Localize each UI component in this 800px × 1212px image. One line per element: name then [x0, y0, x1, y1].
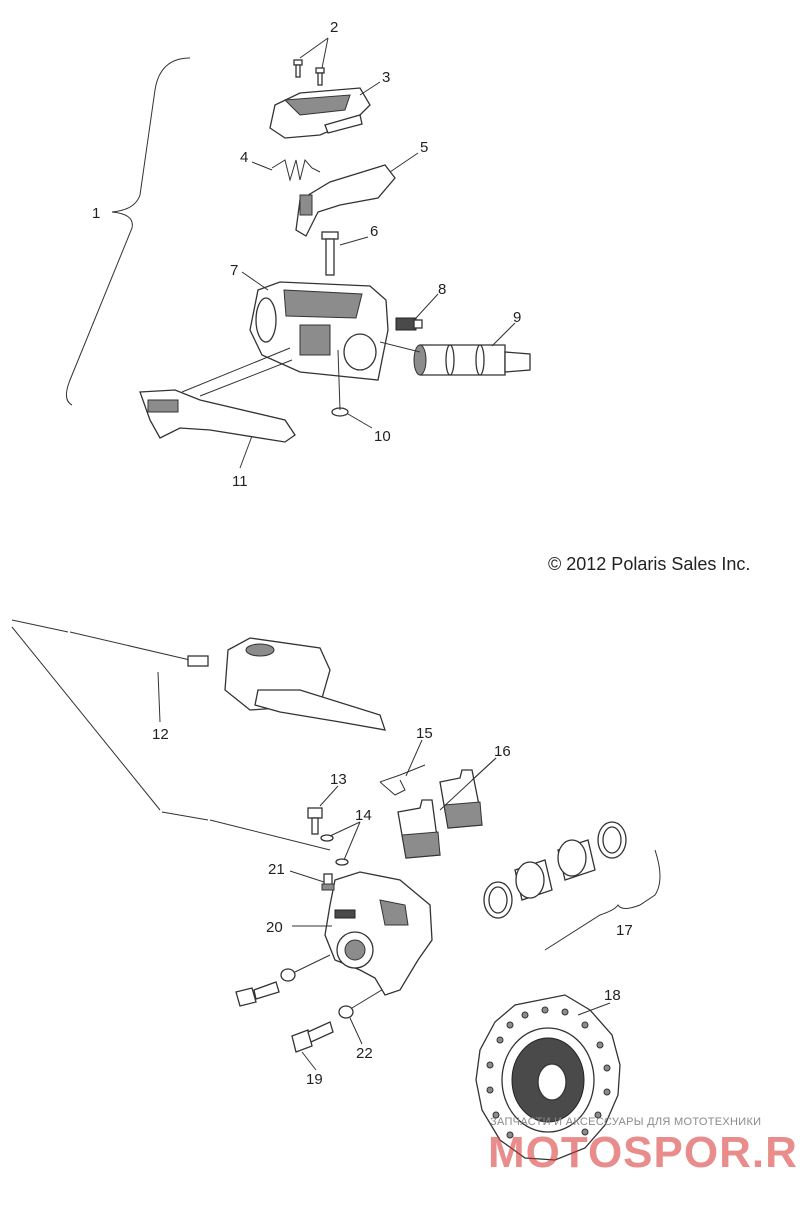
spring-part: [271, 158, 321, 182]
callout-12: 12: [152, 726, 169, 743]
caliper-body-part: [324, 871, 433, 996]
brake-pads-part: [397, 769, 483, 859]
brake-line-part: [69, 631, 331, 851]
callout-2: 2: [330, 19, 338, 36]
callout-21: 21: [268, 861, 285, 878]
master-cylinder-body-part: [249, 281, 389, 381]
copyright-notice: © 2012 Polaris Sales Inc.: [548, 554, 751, 574]
bleeder-valve-part: [321, 873, 335, 891]
callout-17: 17: [616, 922, 633, 939]
callout-16: 16: [494, 743, 511, 760]
callout-1: 1: [92, 205, 100, 222]
caliper-bolt-part: [235, 968, 354, 1053]
pistons-bracket: [544, 849, 661, 951]
callout-labels: 2 3 4 5 1 6 7 8 9 10 11 12 13 14 15 16 1…: [92, 19, 633, 1088]
callout-5: 5: [420, 139, 428, 156]
callout-20: 20: [266, 919, 283, 936]
pad-clip-part: [379, 764, 426, 796]
screw-part: [293, 59, 325, 86]
callout-4: 4: [240, 149, 248, 166]
reservoir-cover-part: [269, 87, 371, 139]
callout-18: 18: [604, 987, 621, 1004]
banjo-bolt-part: [307, 807, 323, 835]
callout-14: 14: [355, 807, 372, 824]
brake-switch-part: [395, 317, 423, 331]
sealing-washer-part: [320, 834, 349, 866]
switch-lever-part: [295, 164, 396, 237]
caliper-pistons-part: [483, 821, 627, 919]
assembly-bracket: [66, 57, 191, 406]
callout-22: 22: [356, 1045, 373, 1062]
callout-7: 7: [230, 262, 238, 279]
pivot-pin-part: [321, 231, 339, 276]
callout-13: 13: [330, 771, 347, 788]
callout-19: 19: [306, 1071, 323, 1088]
callout-8: 8: [438, 281, 446, 298]
watermark-logo: MOTOSPOR.RU: [488, 1128, 800, 1177]
assembled-master-cylinder-part: [224, 637, 386, 731]
callout-10: 10: [374, 428, 391, 445]
callout-11: 11: [232, 473, 248, 490]
callout-3: 3: [382, 69, 390, 86]
brake-lever-part: [139, 389, 296, 443]
callout-6: 6: [370, 223, 378, 240]
watermark-tagline: ЗАПЧАСТИ И АКСЕССУАРЫ ДЛЯ МОТОТЕХНИКИ: [490, 1116, 762, 1128]
brake-disc-part: [475, 994, 621, 1161]
leader-lines: [157, 37, 611, 1071]
piston-assembly-part: [413, 344, 531, 376]
callout-9: 9: [513, 309, 521, 326]
callout-15: 15: [416, 725, 433, 742]
